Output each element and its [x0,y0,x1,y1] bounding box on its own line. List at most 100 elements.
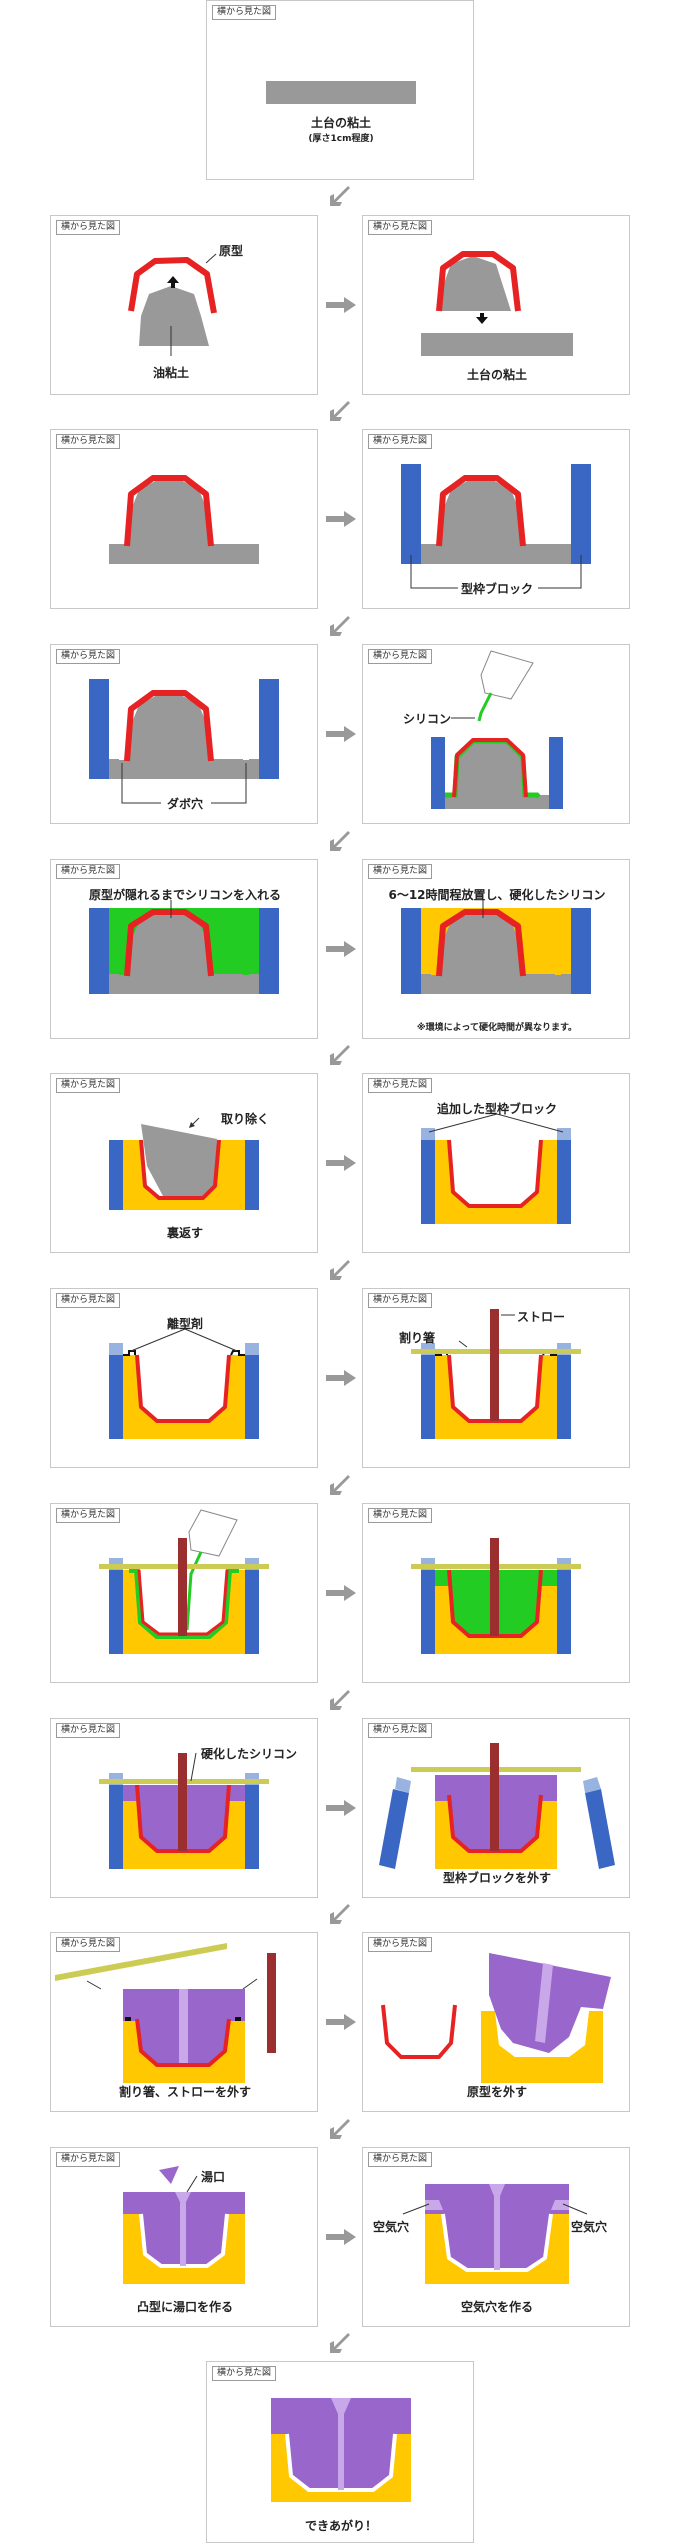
caption: 原型を外す [466,2085,528,2099]
note: ※環境によって硬化時間が異なります。 [416,1023,578,1033]
label-oil-clay: 油粘土 [152,366,190,380]
original-model [436,909,526,977]
dowel-key [125,2017,131,2021]
diagonal-arrow-icon [330,186,350,206]
panel-step-2b: 横から見た図 土台の粘土 [362,215,630,395]
base-clay [421,333,573,356]
sprue-channel [175,2192,191,2266]
right-arrow-icon [326,1585,356,1601]
figure [109,475,259,564]
figure [55,1943,276,2083]
frame-block-right [245,1570,259,1654]
frame-block-left [89,679,109,779]
original-model [139,1139,221,1200]
panel-step-8b: 横から見た図 [362,1503,630,1683]
right-arrow-icon [326,511,356,527]
view-tag: 横から見た図 [56,649,121,664]
view-tag: 横から見た図 [212,2366,277,2381]
release-agent [230,1350,245,1356]
view-tag: 横から見た図 [368,649,433,664]
sprue-channel [535,1963,553,2043]
panel-step-7b: 横から見た図 ストロー 割り箸 [362,1288,630,1468]
original-model [124,475,214,547]
caption: 裏返す [166,1226,204,1240]
added-block-right [557,1128,571,1140]
view-tag: 横から見た図 [212,5,277,20]
frame-block-right [259,908,279,994]
figure [123,2166,245,2284]
original-model [135,2018,231,2067]
frame-block-right [557,1570,571,1654]
figure [89,900,279,994]
clay-model [129,695,209,759]
dowel-hole [119,756,125,760]
diagonal-arrow-icon [330,2119,350,2139]
right-arrow-icon [326,726,356,742]
frame-block-left [109,1570,123,1654]
dowel-hole [119,971,125,975]
base-clay [421,544,571,564]
base-clay [421,974,571,994]
frame-block-left [401,464,421,564]
right-arrow-icon [326,941,356,957]
caption: 原型が隠れるまでシリコンを入れる [88,888,282,902]
silicone-cured [271,2434,411,2502]
figure [421,251,573,356]
release-agent [123,1350,136,1356]
figure [402,2184,588,2284]
original-model [452,738,528,798]
diagonal-arrow-icon [330,2333,350,2353]
up-arrow-icon [167,276,179,288]
sprue-channel [179,1989,188,2065]
frame-block-left [109,1140,123,1210]
view-tag: 横から見た図 [368,1937,433,1952]
frame-block-left [421,1355,435,1439]
frame-block-left [379,1789,409,1869]
view-tag: 横から見た図 [56,220,121,235]
figure [431,650,563,809]
leader-line [410,555,458,589]
silicone-cured [123,1140,245,1210]
pointer-line [86,1980,102,1990]
panel-step-6b: 横から見た図 追加した型枠ブロック [362,1073,630,1253]
base-clay [266,81,416,104]
base-clay [431,795,551,809]
diagonal-arrow-icon [330,1475,350,1495]
figure [99,1509,269,1654]
figure [411,1309,581,1439]
original-model [436,251,521,312]
figure [411,1538,581,1654]
view-tag: 横から見た図 [56,1078,121,1093]
removed-clay [141,1124,217,1202]
label-sprue: 湯口 [201,2170,226,2184]
view-tag: 横から見た図 [56,434,121,449]
label-silicone: シリコン [403,712,452,726]
view-tag: 横から見た図 [368,1723,433,1738]
added-block-left [109,1343,123,1355]
straw [178,1538,187,1636]
sprue-piece [159,2166,179,2184]
original-model [124,690,214,762]
frame-block-left [401,908,421,994]
caption: 型枠ブロック [460,582,534,596]
figure [266,81,416,104]
panel-step-11a: 横から見た図 湯口 凸型に湯口を作る [50,2147,318,2327]
oil-clay [139,286,209,346]
dowel-hole [243,756,249,760]
panel-step-4b: 横から見た図 シリコン [362,644,630,824]
caption: 型枠ブロックを外す [442,1871,552,1885]
down-arrow-icon [476,313,488,324]
frame-block-left [421,1570,435,1654]
label-chopsticks: 割り箸 [399,1331,436,1345]
added-block-left [395,1777,411,1793]
right-arrow-icon [326,1370,356,1386]
caption: 凸型に湯口を作る [136,2300,234,2314]
pointer-line [242,1978,258,1990]
view-tag: 横から見た図 [368,434,433,449]
straw [178,1753,187,1851]
panel-step-4a: 横から見た図 ダボ穴 [50,644,318,824]
view-tag: 横から見た図 [368,864,433,879]
original-model [124,909,214,977]
leader-line [184,1328,238,1352]
air-hole-right [551,2200,569,2210]
